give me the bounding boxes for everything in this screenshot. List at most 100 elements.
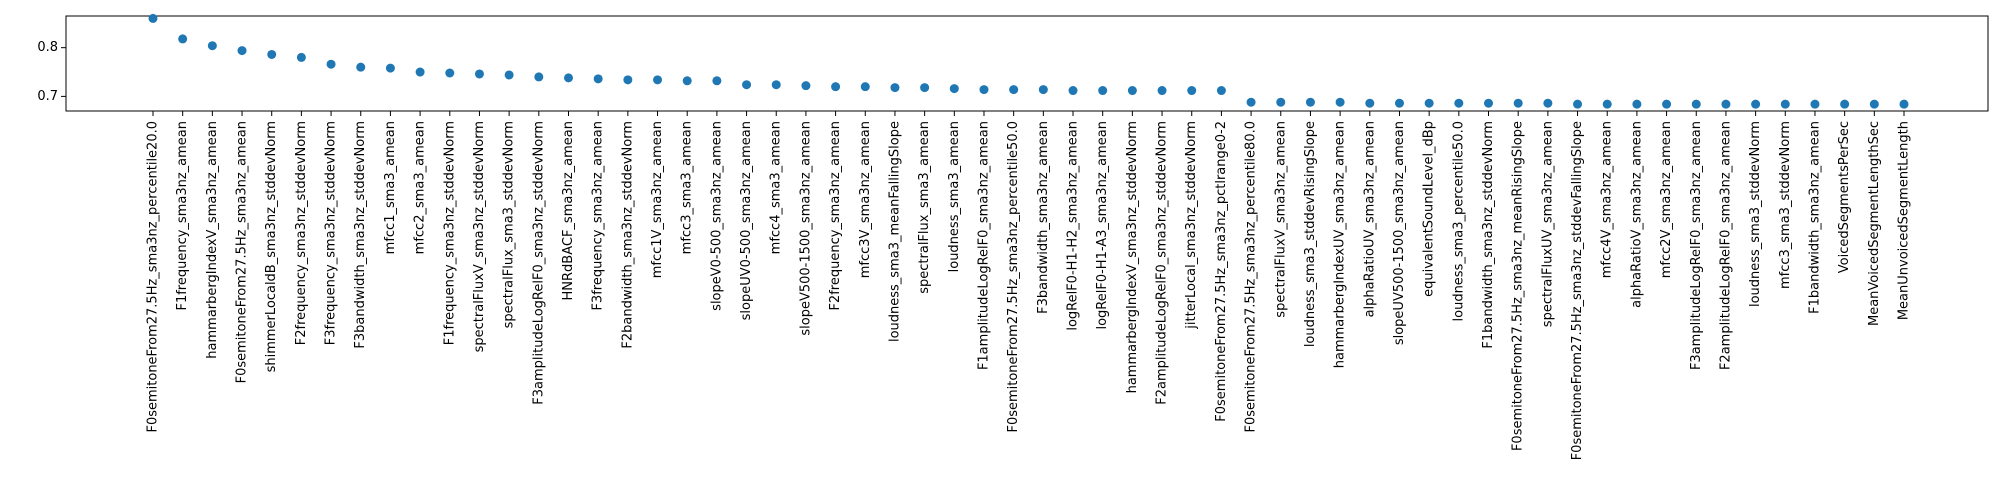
data-point [1098, 86, 1108, 96]
x-tick-label: F2frequency_sma3nz_amean [828, 121, 843, 311]
x-tick-label: mfcc3_sma3_amean [680, 121, 695, 254]
data-point [653, 75, 663, 85]
x-tick-label: F3frequency_sma3nz_stddevNorm [324, 121, 339, 345]
x-tick-label: spectralFlux_sma3_amean [917, 121, 932, 294]
x-tick-label: mfcc2V_sma3nz_amean [1659, 121, 1674, 278]
x-tick-label: VoicedSegmentsPerSec [1837, 121, 1852, 273]
data-point [1899, 99, 1909, 109]
x-tick-label: equivalentSoundLevel_dBp [1422, 121, 1437, 297]
x-tick-label: F1amplitudeLogRelF0_sma3nz_amean [976, 121, 991, 370]
x-tick-label: F2amplitudeLogRelF0_sma3nz_stddevNorm [1155, 121, 1170, 405]
x-tick-label: hammarbergIndexV_sma3nz_amean [205, 121, 220, 359]
x-tick-label: mfcc1V_sma3nz_amean [650, 121, 665, 278]
y-axis: 0.7 0.8 [37, 40, 66, 104]
data-point [1602, 99, 1612, 109]
data-points [148, 13, 1909, 109]
x-tick-label: F1frequency_sma3nz_stddevNorm [442, 121, 457, 345]
data-point [1632, 99, 1642, 109]
x-tick-label: mfcc1_sma3_amean [383, 121, 398, 254]
x-tick-label: F1bandwidth_sma3nz_amean [1807, 121, 1822, 314]
data-point [178, 34, 188, 44]
x-tick-label: hammarbergIndexV_sma3nz_stddevNorm [1125, 121, 1140, 393]
x-tick-label: loudness_sma3_percentile50.0 [1451, 121, 1466, 321]
x-tick-label: F3bandwidth_sma3nz_amean [1036, 121, 1051, 314]
data-point [1335, 97, 1345, 107]
x-tick-label: hammarbergIndexUV_sma3nz_amean [1333, 121, 1348, 368]
data-point [1038, 85, 1048, 95]
data-point [1543, 98, 1553, 108]
data-point [1573, 99, 1583, 109]
data-point [1810, 99, 1820, 109]
x-tick-label: F0semitoneFrom27.5Hz_sma3nz_pctlrange0-2 [1214, 121, 1229, 422]
data-point [1157, 86, 1167, 96]
x-tick-label: shimmerLocaldB_sma3nz_stddevNorm [264, 121, 279, 372]
data-point [563, 73, 573, 83]
data-point [1246, 97, 1256, 107]
x-tick-label: slopeUV0-500_sma3nz_amean [739, 121, 754, 320]
x-tick-label: loudness_sma3_amean [947, 121, 962, 272]
x-tick-label: F0semitoneFrom27.5Hz_sma3nz_percentile20… [146, 121, 161, 433]
x-tick-label: F0semitoneFrom27.5Hz_sma3nz_stddevFallin… [1570, 121, 1585, 460]
x-tick-label: jitterLocal_sma3nz_stddevNorm [1184, 121, 1199, 330]
x-tick-label: F3bandwidth_sma3nz_stddevNorm [353, 121, 368, 349]
x-tick-label: F0semitoneFrom27.5Hz_sma3nz_percentile50… [1006, 121, 1021, 433]
data-point [1365, 98, 1375, 108]
data-point [623, 75, 633, 85]
data-point [742, 80, 752, 90]
data-point [356, 62, 366, 72]
x-tick-label: MeanVoicedSegmentLengthSec [1867, 121, 1882, 326]
plot-frame [65, 15, 1989, 112]
x-tick-label: F0semitoneFrom27.5Hz_sma3nz_meanRisingSl… [1511, 121, 1526, 451]
y-tick-label: 0.7 [37, 89, 58, 104]
data-point [326, 59, 336, 69]
data-point [1127, 86, 1137, 96]
data-point [148, 13, 158, 23]
x-axis: F0semitoneFrom27.5Hz_sma3nz_percentile20… [146, 111, 1912, 460]
x-tick-label: slopeV500-1500_sma3nz_amean [798, 121, 813, 336]
x-tick-label: slopeV0-500_sma3nz_amean [709, 121, 724, 311]
data-point [712, 76, 722, 86]
data-point [1840, 99, 1850, 109]
x-tick-label: spectralFluxUV_sma3nz_amean [1540, 121, 1555, 327]
data-point [504, 70, 514, 80]
data-point [415, 67, 425, 77]
data-point [445, 68, 455, 78]
data-point [1780, 99, 1790, 109]
x-tick-label: HNRdBACF_sma3nz_amean [561, 121, 576, 301]
data-point [474, 69, 484, 79]
x-tick-label: slopeUV500-1500_sma3nz_amean [1392, 121, 1407, 345]
x-tick-label: loudness_sma3_meanFallingSlope [887, 121, 902, 342]
data-point [237, 46, 247, 56]
data-point [296, 52, 306, 62]
data-point [1513, 98, 1523, 108]
data-point [385, 63, 395, 73]
data-point [1009, 85, 1019, 95]
data-point [1751, 99, 1761, 109]
data-point [1216, 86, 1226, 96]
x-tick-label: mfcc3_sma3_stddevNorm [1778, 121, 1793, 289]
data-point [1691, 99, 1701, 109]
x-tick-label: F0semitoneFrom27.5Hz_sma3nz_amean [235, 121, 250, 383]
data-point [207, 41, 217, 51]
data-point [860, 82, 870, 92]
data-point [831, 82, 841, 92]
data-point [890, 83, 900, 93]
y-tick-label: 0.8 [37, 40, 58, 55]
x-tick-label: F2frequency_sma3nz_stddevNorm [294, 121, 309, 345]
x-tick-label: spectralFluxV_sma3nz_amean [1273, 121, 1288, 318]
x-tick-label: F2amplitudeLogRelF0_sma3nz_amean [1718, 121, 1733, 370]
x-tick-label: F0semitoneFrom27.5Hz_sma3nz_percentile80… [1244, 121, 1259, 433]
x-tick-label: logRelF0-H1-H2_sma3nz_amean [1066, 121, 1081, 331]
x-tick-label: loudness_sma3_stddevRisingSlope [1303, 121, 1318, 347]
data-point [771, 80, 781, 90]
data-point [1454, 98, 1464, 108]
x-tick-label: mfcc3V_sma3nz_amean [858, 121, 873, 278]
x-tick-label: F3frequency_sma3nz_amean [591, 121, 606, 311]
data-point [1305, 97, 1315, 107]
x-tick-label: F3amplitudeLogRelF0_sma3nz_amean [1689, 121, 1704, 370]
x-tick-label: F1frequency_sma3nz_amean [175, 121, 190, 311]
data-point [949, 84, 959, 94]
data-point [1721, 99, 1731, 109]
x-tick-label: logRelF0-H1-A3_sma3nz_amean [1095, 121, 1110, 330]
